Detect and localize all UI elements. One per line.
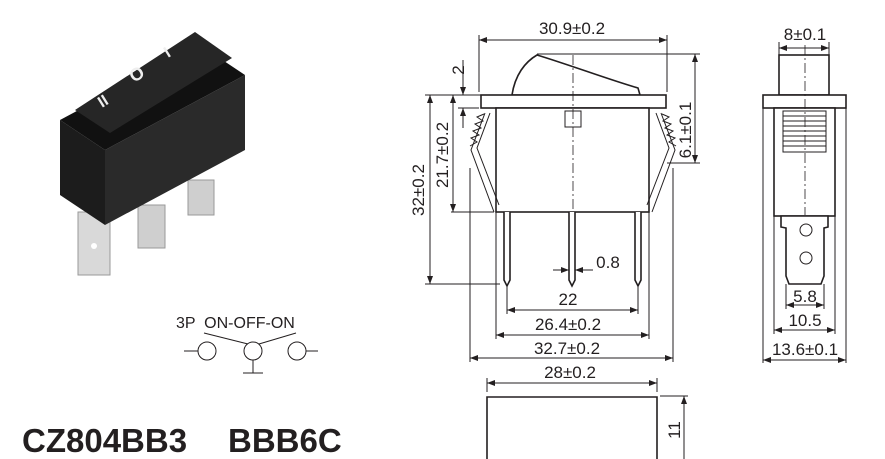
dim-overall-height: 32±0.2 [409,164,428,216]
dim-body-width: 26.4±0.2 [535,315,601,334]
dim-cutout-height: 11 [665,421,684,439]
terminal-pins [503,212,642,288]
dim-rocker-top-height: 6.1±0.1 [676,102,695,159]
dim-side-body-width: 10.5 [788,311,821,330]
dim-clip-span: 32.7±0.2 [534,339,600,358]
flange-outline [480,94,667,109]
dim-side-rocker-width: 8±0.1 [784,25,826,44]
panel-cutout-view: 28±0.2 11 [486,363,688,459]
model-code-secondary: BBB6C [228,422,342,459]
dim-pin-thickness: 0.8 [596,253,620,272]
dim-flange-width: 30.9±0.2 [539,19,605,38]
model-code-primary: CZ804BB3 [22,422,187,459]
dim-cutout-width: 28±0.2 [544,363,596,382]
body-outline [495,107,650,213]
dim-rocker-height: 2 [449,65,468,74]
dim-body-height: 21.7±0.2 [433,122,452,188]
front-view: 30.9±0.2 6.1±0.1 2 32±0.2 21.7±0.2 0.8 2… [409,19,700,362]
rocker-actuator [75,32,232,133]
dim-side-flange-width: 13.6±0.1 [772,340,838,359]
side-terminal [780,215,829,285]
side-view: 8±0.1 5.8 10.5 13.6±0.1 [762,25,847,363]
dim-pin-spacing: 22 [559,290,578,309]
switch-schematic: 3P ON-OFF-ON [176,315,318,374]
rocker-outline [511,54,642,96]
dim-terminal-width: 5.8 [793,287,817,306]
switch-type-label: 3P ON-OFF-ON [176,315,295,332]
switch-product-photo: II O I [60,32,245,276]
